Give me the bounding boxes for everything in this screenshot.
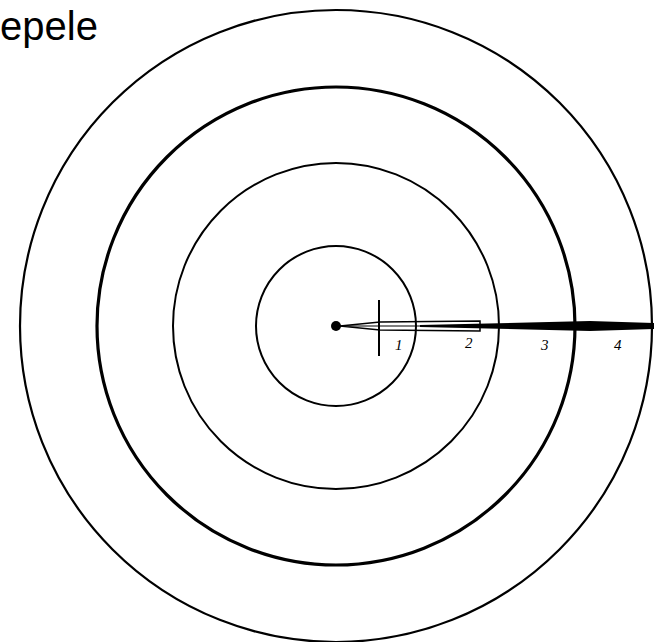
heading-fragment: epele xyxy=(0,6,98,46)
callout-number: 3 xyxy=(541,338,549,353)
marker-bar xyxy=(378,300,380,356)
callout-number: 4 xyxy=(614,338,622,353)
callout-number: 1 xyxy=(395,338,403,353)
callout-number: 2 xyxy=(465,336,473,351)
shadow-cone xyxy=(420,321,654,331)
center-dot xyxy=(331,321,341,331)
